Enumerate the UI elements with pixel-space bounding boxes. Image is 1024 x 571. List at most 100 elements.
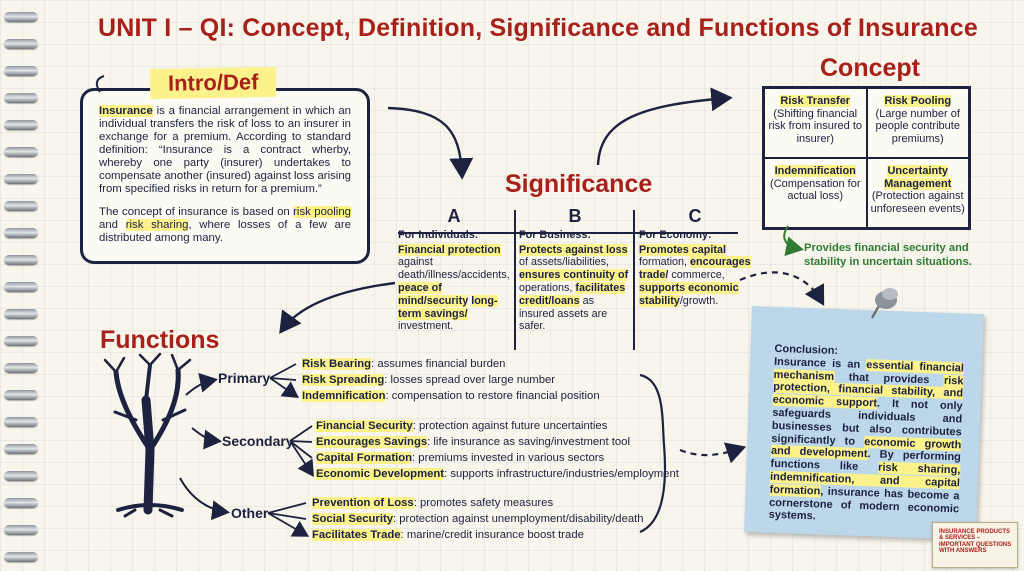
functions-bracket [639, 373, 667, 534]
function-item: Facilitates Trade: marine/credit insuran… [312, 529, 584, 541]
concept-cell-desc: (Shifting financial risk from insured to… [768, 107, 863, 145]
body-text: as insured assets are safer. [519, 294, 608, 333]
highlighted-text: ensures continuity of [519, 269, 629, 282]
spiral-ring [4, 282, 38, 292]
spiral-ring [4, 12, 38, 22]
column-body: Protects against loss of assets/liabilit… [519, 243, 631, 334]
arrow-intro-to-significance [387, 106, 474, 180]
function-item: Encourages Savings: life insurance as sa… [316, 436, 630, 448]
arrow-tree-to-other [179, 477, 230, 521]
concept-cell-title: Risk Pooling [884, 95, 952, 107]
column-letter: C [688, 206, 702, 226]
spiral-ring [4, 525, 38, 535]
spiral-ring [4, 228, 38, 238]
intro-paragraph-definition: Insurance is a financial arrangement in … [99, 105, 351, 196]
arrow-tree-to-primary [185, 372, 218, 396]
function-item: Capital Formation: premiums invested in … [316, 452, 605, 464]
fan-arrows-primary [269, 363, 296, 396]
arrow-significance-to-functions [279, 281, 396, 334]
functions-label-other: Other [231, 505, 269, 521]
functions-heading: Functions [100, 326, 220, 354]
column-body: Financial protection against death/illne… [398, 243, 510, 334]
significance-heading: Significance [505, 170, 653, 198]
spiral-ring [4, 66, 38, 76]
spiral-ring [4, 336, 38, 346]
arrow-concept-footer [783, 225, 804, 257]
highlighted-text: Protects against loss [519, 243, 628, 256]
term-insurance: Insurance [99, 105, 153, 117]
spiral-binding [0, 0, 42, 571]
quote-mark-icon [95, 75, 105, 93]
concept-cell-desc: (Compensation for actual loss) [770, 177, 861, 203]
concept-cell-title: Uncertainty Management [884, 165, 952, 190]
function-item: Financial Security: protection against f… [316, 420, 608, 432]
spiral-ring [4, 174, 38, 184]
bare-tree-icon [103, 352, 192, 518]
concept-cell-title: Indemnification [774, 165, 856, 177]
function-item: Prevention of Loss: promotes safety meas… [312, 497, 554, 509]
highlighted-text: Financial protection [398, 243, 501, 256]
significance-col-a: A For Individuals: Financial protection … [398, 206, 510, 334]
book-thumbnail: INSURANCE PRODUCTS & SERVICES – IMPORTAN… [932, 522, 1018, 568]
page-title: UNIT I – QI: Concept, Definition, Signif… [98, 14, 978, 42]
body-text: commerce, [668, 269, 725, 282]
body-text: operations, [519, 281, 576, 294]
highlight-risk-pooling: risk pooling [293, 206, 351, 218]
spiral-ring [4, 471, 38, 481]
functions-label-secondary: Secondary [222, 433, 294, 449]
spiral-ring [4, 93, 38, 103]
concept-cell-risk-transfer: Risk Transfer(Shifting financial risk fr… [764, 88, 867, 158]
spiral-ring [4, 201, 38, 211]
column-letter: B [568, 206, 582, 226]
body-text: /growth. [679, 294, 719, 307]
concept-text-end: , where losses of a few are distributed … [99, 219, 351, 244]
intro-definition-box: Insurance is a financial arrangement in … [80, 88, 370, 264]
highlighted-text: Promotes capital [639, 243, 727, 256]
concept-cell-desc: (Protection against unforeseen events) [870, 190, 965, 215]
column-intro: For Individuals: [398, 228, 479, 241]
significance-col-b: B For Business: Protects against loss of… [519, 206, 631, 334]
spiral-ring [4, 552, 38, 562]
concept-heading: Concept [820, 54, 920, 82]
spiral-ring [4, 120, 38, 130]
concept-text-and: and [99, 219, 126, 231]
pushpin-icon [870, 288, 898, 319]
highlighted-text: supports economic stability [639, 281, 739, 307]
concept-grid: Risk Transfer(Shifting financial risk fr… [762, 86, 971, 230]
function-item: Risk Spreading: losses spread over large… [302, 374, 556, 386]
concept-cell-uncertainty-management: Uncertainty Management(Protection agains… [866, 158, 969, 228]
concept-cell-risk-pooling: Risk Pooling(Large number of people cont… [866, 88, 969, 158]
arrow-significance-to-concept [596, 87, 733, 166]
concept-text-start: The concept of insurance is based on [99, 206, 294, 218]
spiral-ring [4, 255, 38, 265]
body-text: of assets/liabilities, [519, 256, 610, 269]
column-letter: A [447, 206, 461, 226]
function-item: Indemnification: compensation to restore… [302, 390, 600, 402]
highlight-risk-sharing: risk sharing [125, 219, 189, 231]
fan-arrows-other [267, 502, 306, 535]
fan-arrows-secondary [289, 425, 312, 474]
concept-cell-title: Risk Transfer [780, 95, 851, 107]
arrow-functions-to-conclusion [679, 442, 747, 464]
spiral-ring [4, 309, 38, 319]
functions-label-primary: Primary [218, 370, 271, 386]
concept-cell-indemnification: Indemnification(Compensation for actual … [764, 158, 867, 228]
spiral-ring [4, 390, 38, 400]
column-intro: For Business: [519, 228, 591, 241]
column-intro: For Economy: [639, 228, 712, 241]
body-text: investment. [398, 320, 454, 333]
arrow-significance-to-conclusion [739, 271, 825, 306]
arrow-tree-to-secondary [191, 427, 222, 450]
function-item: Economic Development: supports infrastru… [316, 468, 679, 480]
spiral-ring [4, 498, 38, 508]
thumbnail-text: INSURANCE PRODUCTS & SERVICES – IMPORTAN… [939, 529, 1012, 555]
spiral-ring [4, 147, 38, 157]
function-item: Risk Bearing: assumes financial burden [302, 358, 506, 370]
spiral-ring [4, 417, 38, 427]
spiral-ring [4, 363, 38, 373]
spiral-ring [4, 39, 38, 49]
body-text: against death/illness/accidents, [398, 256, 510, 282]
column-body: Promotes capital formation, encourages t… [639, 243, 751, 308]
significance-col-c: C For Economy: Promotes capital formatio… [639, 206, 751, 308]
function-item: Social Security: protection against unem… [312, 513, 644, 525]
